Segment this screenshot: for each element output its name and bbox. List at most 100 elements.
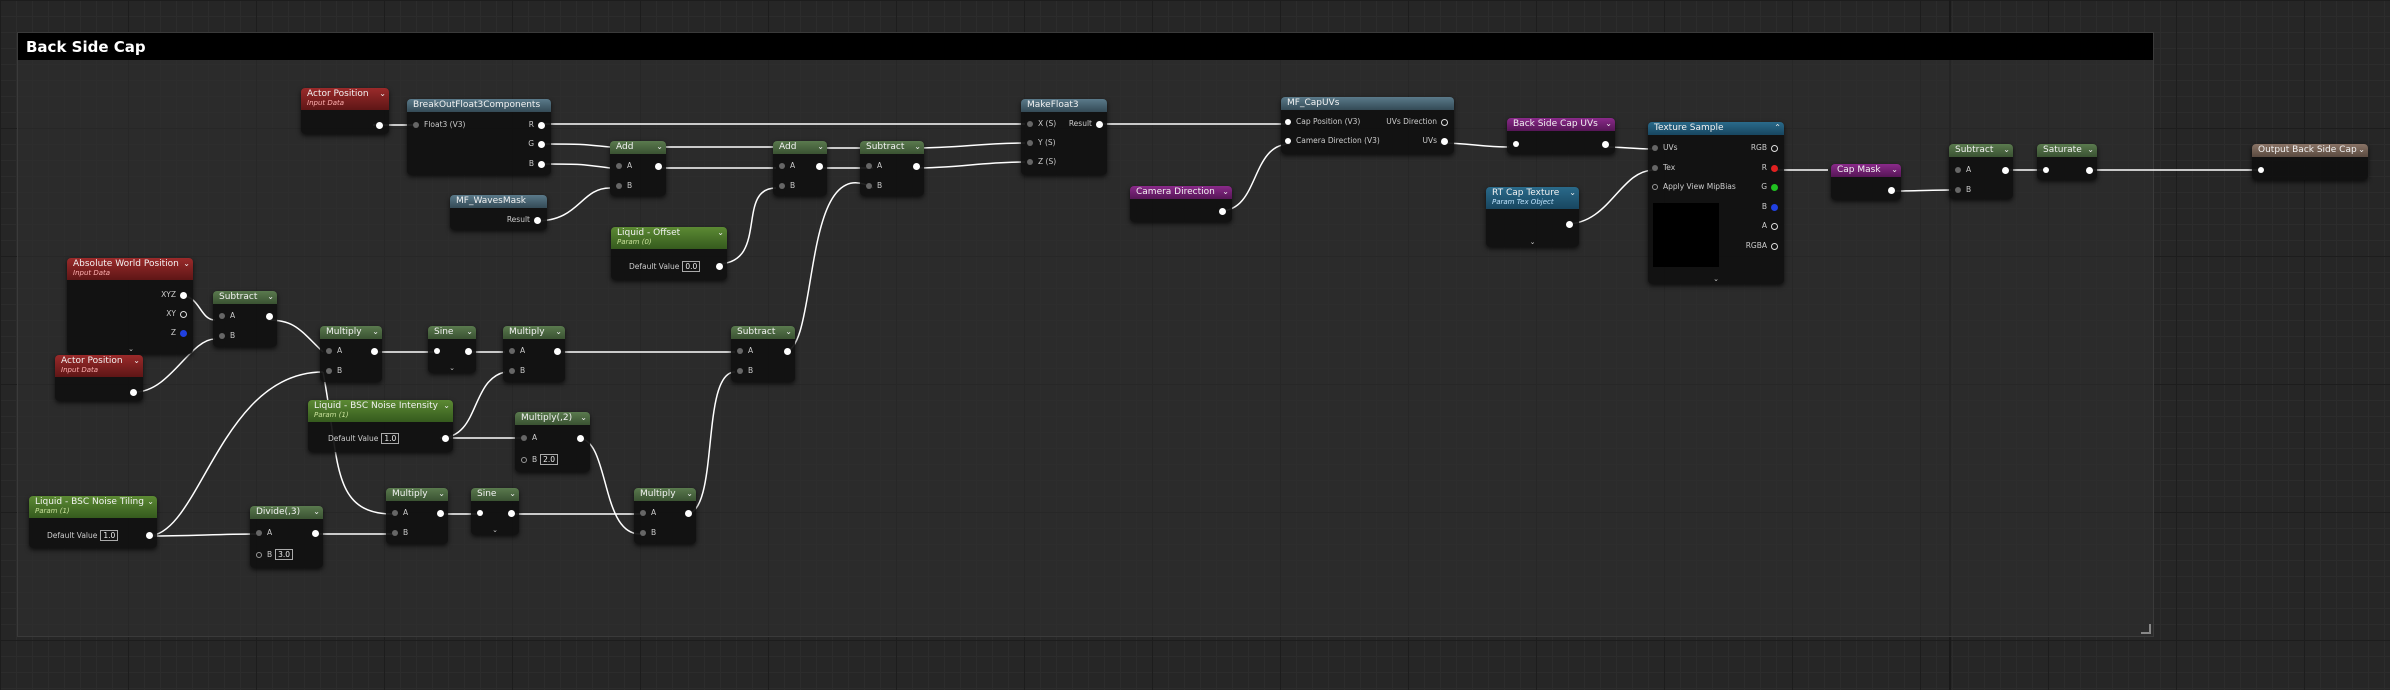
- pin-icon[interactable]: [219, 333, 225, 339]
- output-pin[interactable]: [681, 508, 692, 518]
- pin-icon[interactable]: [465, 347, 472, 355]
- output-pin[interactable]: [573, 433, 584, 443]
- pin-icon[interactable]: [477, 510, 483, 516]
- pin-icon[interactable]: [1441, 118, 1448, 126]
- output-pin[interactable]: [2082, 165, 2093, 175]
- output-pin[interactable]: [712, 261, 723, 271]
- multiply-node[interactable]: Multiply⌄ A B: [503, 326, 565, 382]
- output-pin[interactable]: [262, 311, 273, 321]
- break-out-float3-node[interactable]: BreakOutFloat3Components Float3 (V3) R G…: [407, 99, 551, 175]
- chevron-down-icon[interactable]: ⌄: [1605, 119, 1612, 128]
- pin-icon[interactable]: [616, 163, 622, 169]
- output-pin[interactable]: [909, 161, 920, 171]
- pin-icon[interactable]: [1027, 159, 1033, 165]
- output-back-side-cap-node[interactable]: Output Back Side Cap⌄: [2252, 144, 2368, 180]
- node-header[interactable]: Subtract⌄: [213, 291, 277, 304]
- actor-position-node[interactable]: Actor Position Input Data ⌄: [301, 88, 389, 134]
- input-pin-b[interactable]: B: [326, 366, 342, 376]
- node-header[interactable]: Sine⌄: [471, 488, 519, 501]
- pin-icon[interactable]: [716, 262, 723, 270]
- node-header[interactable]: Add⌄: [773, 141, 827, 154]
- output-pin[interactable]: [504, 508, 515, 518]
- node-header[interactable]: Multiply⌄: [503, 326, 565, 339]
- pin-icon[interactable]: [256, 530, 262, 536]
- pin-icon[interactable]: [640, 530, 646, 536]
- pin-icon[interactable]: [685, 509, 692, 517]
- chevron-down-icon[interactable]: ⌄: [372, 327, 379, 336]
- pin-icon[interactable]: [1285, 138, 1291, 144]
- chevron-down-icon[interactable]: ⌄: [509, 489, 516, 498]
- pin-icon[interactable]: [2043, 167, 2049, 173]
- output-pin-rgb[interactable]: RGB: [1751, 143, 1778, 153]
- pin-icon[interactable]: [784, 347, 791, 355]
- pin-icon[interactable]: [1955, 187, 1961, 193]
- output-pin[interactable]: Result: [1069, 119, 1103, 129]
- output-pin[interactable]: [1998, 165, 2009, 175]
- chevron-down-icon[interactable]: ⌄: [580, 413, 587, 422]
- chevron-down-icon[interactable]: ⌄: [183, 259, 190, 268]
- node-header[interactable]: Liquid - BSC Noise Intensity Param (1) ⌄: [308, 400, 453, 422]
- pin-icon[interactable]: [616, 183, 622, 189]
- node-header[interactable]: MakeFloat3: [1021, 99, 1107, 112]
- pin-icon[interactable]: [640, 510, 646, 516]
- node-header[interactable]: Multiply⌄: [386, 488, 448, 501]
- pin-icon[interactable]: [521, 435, 527, 441]
- pin-icon[interactable]: [866, 183, 872, 189]
- pin-icon[interactable]: [180, 291, 187, 299]
- output-pin[interactable]: [372, 120, 383, 130]
- texture-sample-node[interactable]: Texture Sample⌃ UVs Tex Apply View MipBi…: [1648, 122, 1784, 284]
- pin-icon[interactable]: [1652, 184, 1658, 190]
- node-header[interactable]: Cap Mask⌄: [1831, 164, 1901, 177]
- actor-position-node[interactable]: Actor Position Input Data ⌄: [55, 355, 143, 401]
- node-header[interactable]: Liquid - Offset Param (0) ⌄: [611, 227, 727, 249]
- expand-chevron-icon[interactable]: ⌄: [1713, 275, 1719, 283]
- chevron-down-icon[interactable]: ⌄: [785, 327, 792, 336]
- input-pin-uvs[interactable]: UVs: [1652, 143, 1678, 153]
- pin-icon[interactable]: [1513, 141, 1519, 147]
- pin-icon[interactable]: [521, 457, 527, 463]
- sine-node[interactable]: Sine⌄ ⌄: [428, 326, 476, 373]
- output-pin-g[interactable]: G: [1761, 182, 1778, 192]
- chevron-down-icon[interactable]: ⌄: [1569, 188, 1576, 197]
- pin-icon[interactable]: [1955, 167, 1961, 173]
- input-pin-apply-view-mipbias[interactable]: Apply View MipBias: [1652, 182, 1736, 192]
- pin-icon[interactable]: [534, 216, 541, 224]
- pin-icon[interactable]: [538, 121, 545, 129]
- input-pin-cap-position[interactable]: Cap Position (V3): [1285, 117, 1360, 127]
- chevron-down-icon[interactable]: ⌄: [555, 327, 562, 336]
- pin-icon[interactable]: [509, 368, 515, 374]
- pin-icon[interactable]: [1652, 145, 1658, 151]
- input-pin-a[interactable]: A: [256, 528, 272, 538]
- pin-icon[interactable]: [1566, 220, 1573, 228]
- chevron-down-icon[interactable]: ⌄: [686, 489, 693, 498]
- chevron-down-icon[interactable]: ⌄: [379, 89, 386, 98]
- input-pin-a[interactable]: A: [509, 346, 525, 356]
- pin-icon[interactable]: [816, 162, 823, 170]
- chevron-down-icon[interactable]: ⌄: [2358, 145, 2365, 154]
- input-pin-a[interactable]: A: [866, 161, 882, 171]
- node-header[interactable]: Actor Position Input Data ⌄: [301, 88, 389, 110]
- pin-icon[interactable]: [1771, 164, 1778, 172]
- expand-chevron-icon[interactable]: ⌄: [128, 345, 134, 353]
- chevron-down-icon[interactable]: ⌄: [313, 507, 320, 516]
- chevron-down-icon[interactable]: ⌄: [267, 292, 274, 301]
- chevron-down-icon[interactable]: ⌄: [817, 142, 824, 151]
- value-input[interactable]: 2.0: [540, 454, 559, 465]
- input-pin-x[interactable]: X (S): [1027, 119, 1056, 129]
- pin-icon[interactable]: [779, 163, 785, 169]
- output-pin[interactable]: [126, 387, 137, 397]
- pin-icon[interactable]: [392, 530, 398, 536]
- pin-icon[interactable]: [2086, 166, 2093, 174]
- output-pin[interactable]: Result: [507, 215, 541, 225]
- input-pin[interactable]: [477, 508, 488, 518]
- input-pin-a[interactable]: A: [737, 346, 753, 356]
- node-header[interactable]: Saturate⌄: [2037, 144, 2097, 157]
- node-header[interactable]: BreakOutFloat3Components: [407, 99, 551, 112]
- expand-chevron-icon[interactable]: ⌄: [492, 526, 498, 534]
- chevron-up-icon[interactable]: ⌃: [1774, 123, 1781, 132]
- pin-icon[interactable]: [413, 122, 419, 128]
- input-pin[interactable]: [434, 346, 445, 356]
- pin-icon[interactable]: [737, 348, 743, 354]
- output-pin[interactable]: [438, 433, 449, 443]
- sine-node[interactable]: Sine⌄ ⌄: [471, 488, 519, 535]
